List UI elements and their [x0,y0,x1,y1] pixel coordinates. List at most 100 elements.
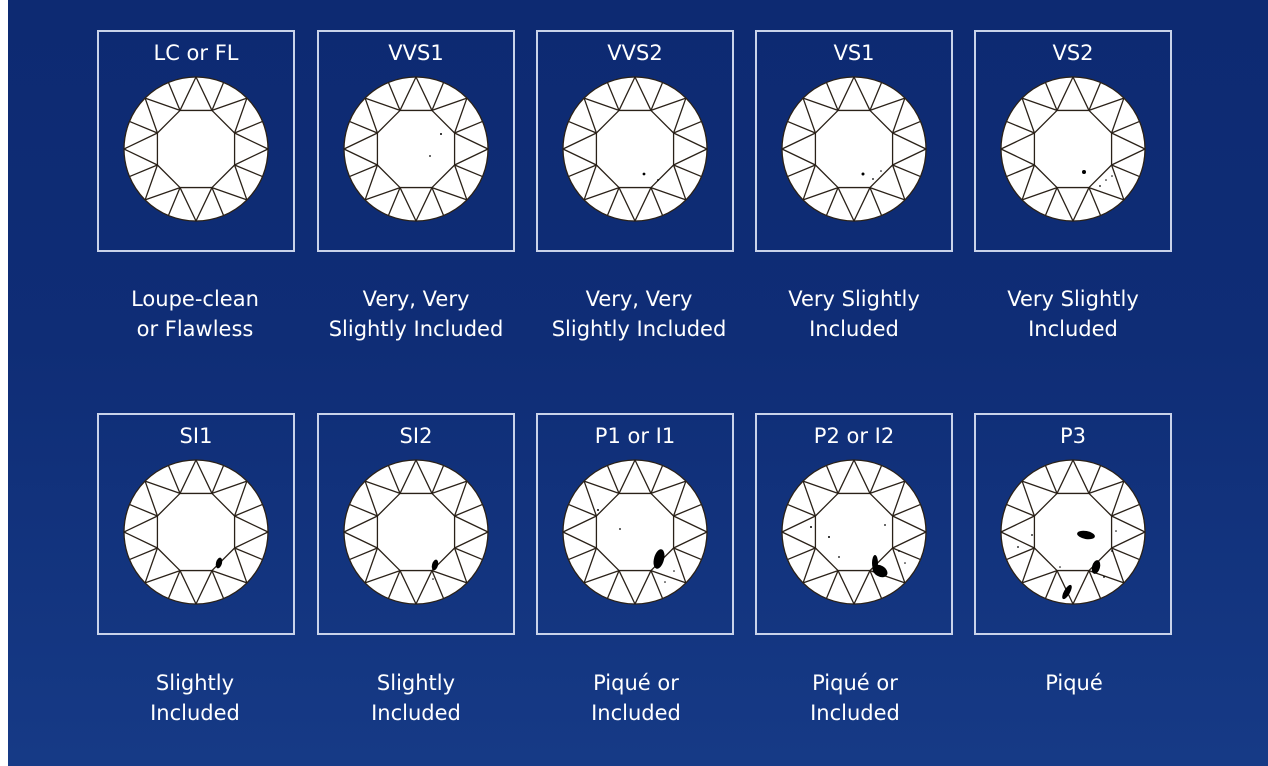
facet-line [853,570,871,605]
facet-line [583,547,598,584]
facet-line [156,109,181,134]
facet-line [562,132,597,150]
grade-code: SI1 [179,424,213,448]
facet-line [618,570,636,605]
facet-line [814,109,839,134]
facet-line [1056,459,1074,494]
facet-line [892,164,921,178]
facet-line [781,531,816,549]
facet-line [431,569,468,584]
inclusion-mark [1091,560,1101,574]
facet-line [891,547,906,584]
facet-line [343,148,378,166]
facet-line [562,515,597,533]
facet-line [211,187,225,216]
facet-line [211,186,248,201]
facet-line [562,148,597,166]
inclusion-mark [884,524,886,526]
facet-line [1021,164,1036,201]
description-line: Included [810,701,900,725]
facet-line [179,459,197,494]
facet-line [343,132,378,150]
facet-line [583,97,620,112]
facet-line [234,503,263,517]
inclusion-mark [1031,534,1033,536]
facet-line [583,97,598,134]
facet-line [1111,515,1146,533]
facet-line [211,82,225,111]
facet-line [376,492,401,517]
inclusion-mark [810,526,812,528]
description-line: Included [591,701,681,725]
facet-line [825,187,839,216]
facet-line [853,76,871,111]
facet-line [234,515,269,533]
facet-line [454,547,483,561]
inclusion-mark [904,562,906,564]
facet-line [431,570,445,599]
facet-line [1021,480,1058,495]
facet-line [234,164,263,178]
facet-line [673,547,702,561]
facet-line [869,82,883,111]
facet-line [144,569,181,584]
facet-line [1088,492,1113,517]
facet-line [869,570,883,599]
facet-line [234,547,263,561]
facet-line [211,547,236,572]
facet-line [869,480,906,495]
facet-line [650,492,675,517]
facet-line [179,76,197,111]
facet-line [1088,109,1113,134]
facet-line [123,531,158,549]
facet-line [234,132,269,150]
facet-line [454,164,483,178]
inclusion-mark [597,509,599,511]
facet-line [837,187,855,222]
facet-line [1000,148,1035,166]
facet-line [673,148,708,166]
grade-description: Piqué or Included [735,668,975,728]
facet-line [211,569,248,584]
facet-line [453,480,468,517]
facet-line [144,97,181,112]
facet-line [1110,97,1125,134]
facet-line [233,480,248,517]
facet-line [129,547,158,561]
inclusion-mark [1111,175,1113,177]
facet-line [179,570,197,605]
facet-line [781,515,816,533]
facet-line [672,164,687,201]
diamond-icon [562,459,708,605]
facet-line [431,492,456,517]
facet-line [364,97,401,112]
inclusion-mark [872,555,878,571]
facet-line [431,109,456,134]
facet-line [387,187,401,216]
facet-line [454,120,483,134]
facet-line [144,480,181,495]
facet-line [454,515,489,533]
diamond-icon [343,459,489,605]
facet-line [195,570,213,605]
facet-line [364,480,379,517]
inclusion-mark [1105,179,1107,181]
facet-line [672,480,687,517]
facet-line [211,97,248,112]
facet-line [123,515,158,533]
facet-line [1111,148,1146,166]
inclusion-mark [431,559,439,571]
facet-line [144,97,159,134]
facet-line [802,547,817,584]
grade-code: P2 or I2 [813,424,895,448]
facet-line [650,186,687,201]
facet-line [853,459,871,494]
facet-line [211,109,236,134]
facet-line [618,76,636,111]
facet-line [167,465,181,494]
facet-line [1021,547,1036,584]
facet-line [1072,570,1090,605]
facet-line [156,164,181,189]
inclusion-mark [429,155,431,157]
facet-line [1021,480,1036,517]
